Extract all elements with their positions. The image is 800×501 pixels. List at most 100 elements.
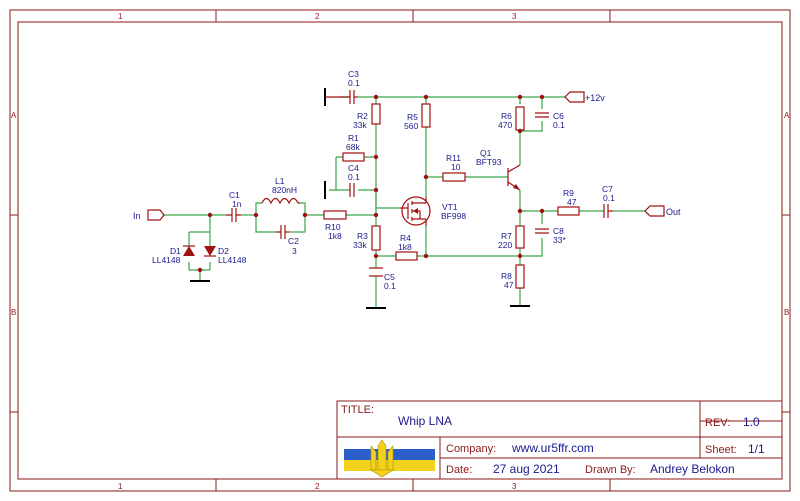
c8-value: 33* [553, 235, 566, 245]
c5-ref: C5 [384, 272, 395, 282]
drawn-by-value: Andrey Belokon [650, 462, 735, 476]
d2-value: LL4148 [218, 255, 247, 265]
c7-value: 0.1 [603, 193, 615, 203]
resistor-r2: R2 33k [353, 103, 381, 130]
resistor-r1: R1 68k [342, 133, 365, 162]
r8-value: 47 [504, 280, 514, 290]
r4-ref: R4 [400, 233, 411, 243]
resistor-r5: R5 560 [404, 103, 431, 131]
junctions [197, 94, 545, 273]
resistor-r8: R8 47 [501, 264, 530, 307]
row-label: A [784, 111, 790, 120]
column-label: 1 [118, 482, 123, 491]
c1-value: 1n [232, 199, 242, 209]
output-port-label: Out [666, 207, 681, 217]
vt1-value: BF998 [441, 211, 466, 221]
column-label: 3 [512, 482, 517, 491]
row-label: B [784, 308, 789, 317]
column-label: 3 [512, 12, 517, 21]
r11-ref: R11 [446, 153, 461, 163]
sheet-label: Sheet: [705, 444, 737, 456]
r9-ref: R9 [563, 188, 574, 198]
c3-ref: C3 [348, 69, 359, 79]
resistor-r11: R11 10 [442, 153, 466, 182]
c4-ref: C4 [348, 163, 359, 173]
c6-ref: C6 [553, 111, 564, 121]
r1-value: 68k [346, 142, 360, 152]
column-label: 2 [315, 482, 320, 491]
r10-value: 1k8 [328, 231, 342, 241]
sheet-value: 1/1 [748, 442, 765, 456]
c5-value: 0.1 [384, 281, 396, 291]
vcc-port: +12v [564, 91, 605, 103]
column-label: 1 [118, 12, 123, 21]
title-block: TITLE: Whip LNA REV: 1.0 Company: www.ur… [336, 400, 783, 480]
rev-label: REV: [705, 417, 730, 429]
resistor-r3: R3 33k [353, 225, 381, 251]
transistor-q1: Q1 BFT93 [476, 148, 521, 191]
grid-labels: 1 2 3 1 2 3 A B A B [11, 12, 790, 491]
input-port-label: In [133, 211, 141, 221]
r6-value: 470 [498, 120, 512, 130]
resistor-r7: R7 220 [498, 225, 525, 250]
title-value: Whip LNA [398, 414, 452, 428]
c6-value: 0.1 [553, 120, 565, 130]
r7-ref: R7 [501, 231, 512, 241]
c1-ref: C1 [229, 190, 240, 200]
c8-ref: C8 [553, 226, 564, 236]
date-value: 27 aug 2021 [493, 462, 560, 476]
d1-ref: D1 [170, 246, 181, 256]
r9-value: 47 [567, 197, 577, 207]
resistor-r6: R6 470 [498, 106, 525, 131]
vt1-ref: VT1 [442, 202, 458, 212]
capacitor-c2: C2 3 [276, 225, 299, 256]
column-label: 2 [315, 12, 320, 21]
r1-ref: R1 [348, 133, 359, 143]
r3-value: 33k [353, 240, 367, 250]
c7-ref: C7 [602, 184, 613, 194]
input-port: In [133, 209, 165, 221]
resistor-r10: R10 1k8 [323, 210, 347, 241]
r5-value: 560 [404, 121, 418, 131]
inductor-l1: L1 820nH [261, 176, 300, 205]
r10-ref: R10 [325, 222, 341, 232]
r2-value: 33k [353, 120, 367, 130]
capacitor-c3: C3 0.1 [324, 69, 360, 106]
q1-value: BFT93 [476, 157, 502, 167]
capacitor-c7: C7 0.1 [602, 184, 615, 218]
company-value: www.ur5ffr.com [511, 441, 594, 455]
r3-ref: R3 [357, 231, 368, 241]
r7-value: 220 [498, 240, 512, 250]
rev-value: 1.0 [743, 415, 760, 429]
q1-ref: Q1 [480, 148, 492, 158]
company-label: Company: [446, 443, 496, 455]
row-label: B [11, 308, 16, 317]
c3-value: 0.1 [348, 78, 360, 88]
resistor-r9: R9 47 [557, 188, 580, 216]
capacitor-c6: C6 0.1 [535, 111, 565, 130]
c4-value: 0.1 [348, 172, 360, 182]
l1-ref: L1 [275, 176, 285, 186]
l1-value: 820nH [272, 185, 297, 195]
capacitor-c8: C8 33* [535, 226, 566, 245]
diode-d1: D1 LL4148 [152, 245, 195, 265]
row-label: A [11, 111, 17, 120]
drawn-by-label: Drawn By: [585, 464, 636, 476]
capacitor-c1: C1 1n [226, 190, 242, 222]
r4-value: 1k8 [398, 242, 412, 252]
vcc-port-label: +12v [585, 93, 605, 103]
mosfet-vt1: VT1 BF998 [400, 196, 466, 226]
output-port: Out [644, 205, 681, 217]
diode-d2: D2 LL4148 [204, 246, 247, 265]
date-label: Date: [446, 464, 472, 476]
c2-ref: C2 [288, 236, 299, 246]
capacitor-c4: C4 0.1 [324, 163, 360, 199]
d2-ref: D2 [218, 246, 229, 256]
d1-value: LL4148 [152, 255, 181, 265]
r8-ref: R8 [501, 271, 512, 281]
title-label: TITLE: [341, 404, 374, 416]
capacitor-c5: C5 0.1 [366, 267, 396, 309]
ukraine-flag-logo [344, 439, 435, 478]
c2-value: 3 [292, 246, 297, 256]
